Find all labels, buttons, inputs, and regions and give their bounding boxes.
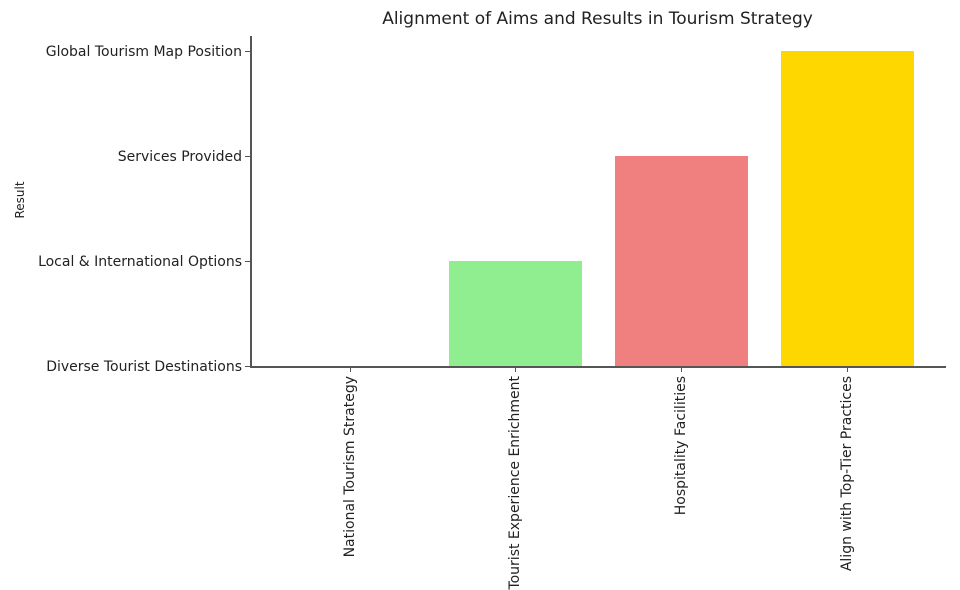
- x-tick-label: National Tourism Strategy: [342, 376, 358, 558]
- x-tick-label: Tourist Experience Enrichment: [507, 376, 523, 590]
- x-tick-label: Align with Top-Tier Practices: [839, 376, 855, 572]
- x-tick: [515, 367, 517, 372]
- x-tick-label: Hospitality Facilities: [673, 376, 689, 516]
- chart-title: Alignment of Aims and Results in Tourism…: [382, 9, 813, 29]
- y-tick-label: Local & International Options: [38, 254, 242, 270]
- bar-tourist-experience-enrichment: [449, 261, 582, 366]
- y-tick: [245, 156, 250, 158]
- y-tick: [245, 261, 250, 263]
- x-axis-line: [250, 366, 946, 368]
- x-tick: [350, 367, 352, 372]
- y-axis-label: Result: [13, 181, 27, 219]
- x-tick: [847, 367, 849, 372]
- bar-hospitality-facilities: [615, 156, 748, 366]
- x-tick: [681, 367, 683, 372]
- y-tick: [245, 51, 250, 53]
- y-tick-label: Diverse Tourist Destinations: [46, 359, 242, 375]
- y-tick-label: Global Tourism Map Position: [45, 44, 242, 60]
- y-tick-label: Services Provided: [117, 149, 242, 165]
- y-axis-line: [250, 36, 252, 367]
- y-tick: [245, 366, 250, 368]
- bar-align-top-tier-practices: [781, 51, 914, 366]
